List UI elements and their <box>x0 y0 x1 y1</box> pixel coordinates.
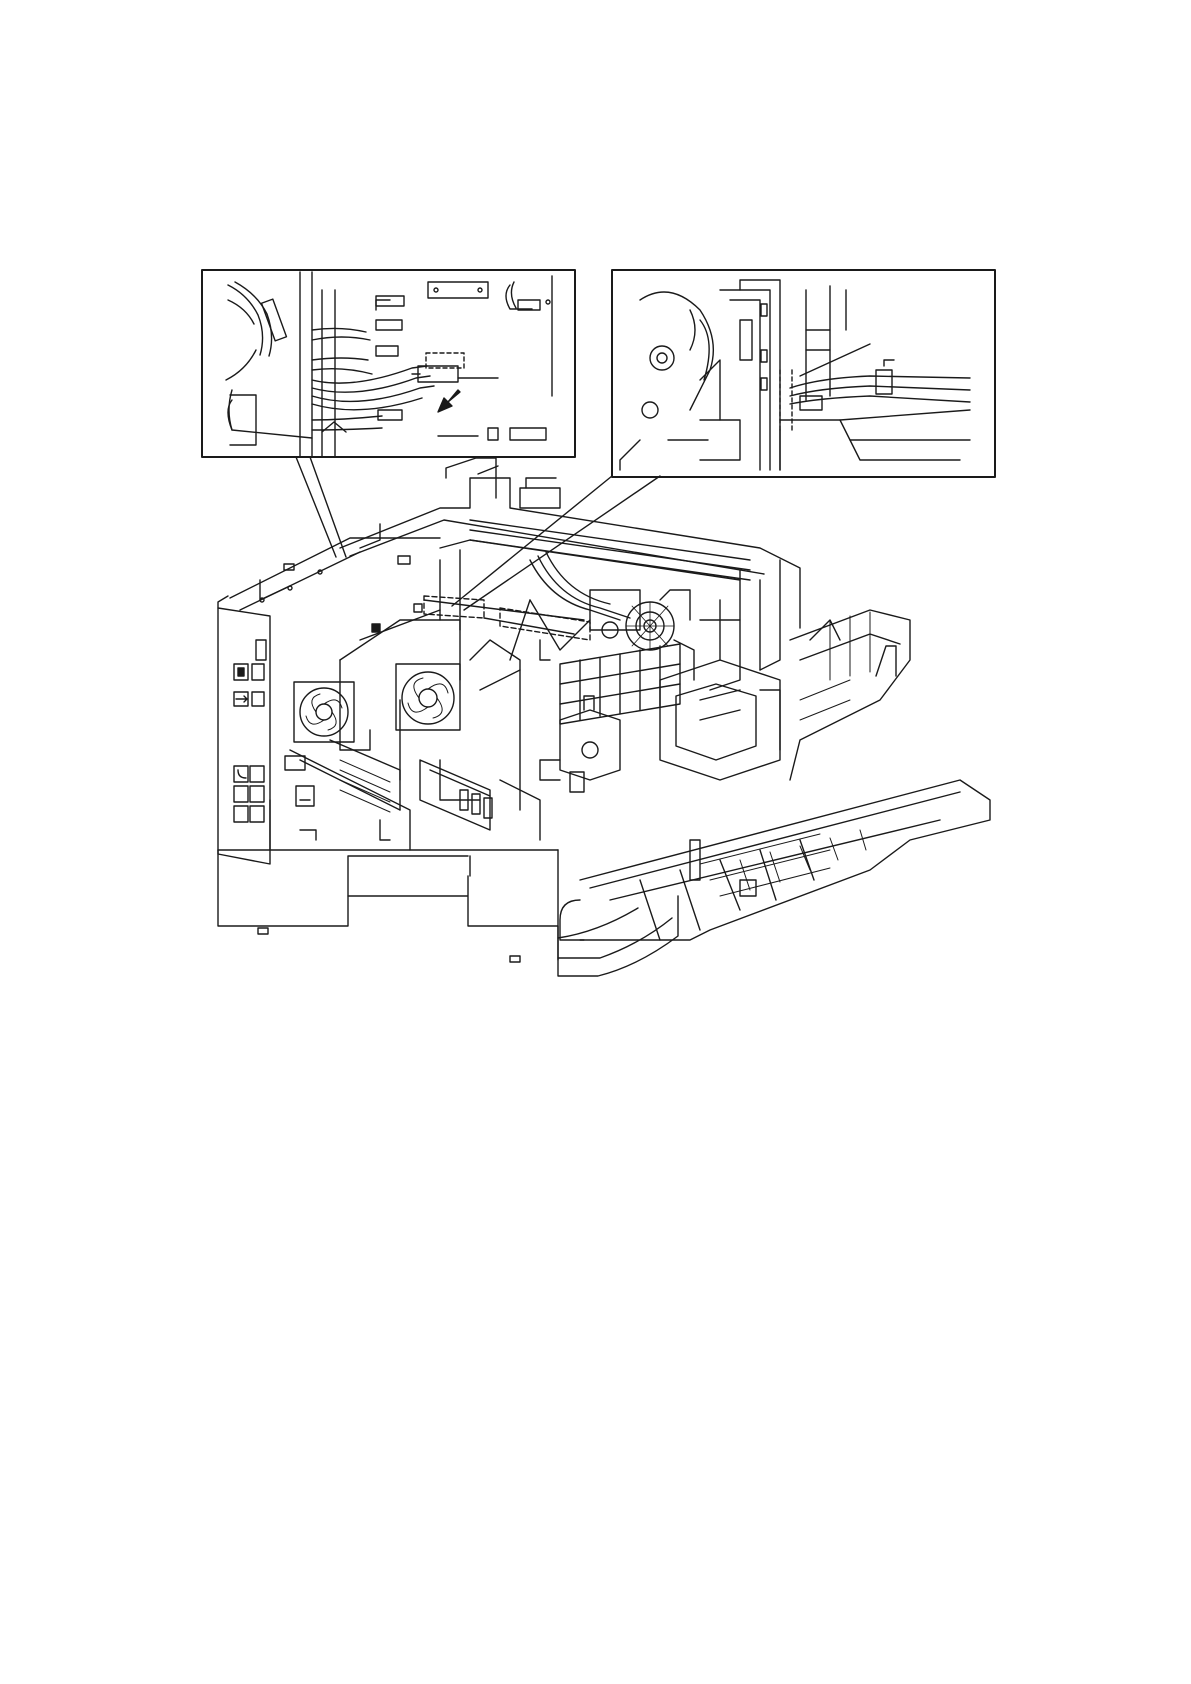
right-inset-harness <box>620 280 970 470</box>
right-inset-detail <box>612 270 995 477</box>
usb-icon <box>236 696 247 702</box>
right-inset-frame <box>612 270 995 477</box>
power-switch <box>285 756 305 770</box>
printer-main-assembly <box>218 458 990 976</box>
port-panel <box>234 664 264 822</box>
side-cover <box>790 610 910 780</box>
cable-dashed-route <box>780 370 792 430</box>
left-inset-detail <box>202 270 575 457</box>
network-port-icon <box>238 668 244 676</box>
fan-right-icon <box>402 672 454 724</box>
disconnect-arrow-icon <box>438 390 460 412</box>
fan-right <box>396 664 460 730</box>
fan-left-icon <box>300 688 348 736</box>
callout-lines <box>296 457 660 610</box>
printer-base <box>218 850 678 976</box>
left-inset-harness <box>226 272 552 457</box>
left-inset-frame <box>202 270 575 457</box>
power-inlet <box>296 786 314 806</box>
printer-top-frame <box>340 478 800 628</box>
top-connector <box>520 488 560 508</box>
fan-left <box>294 682 354 742</box>
right-inset-leader <box>800 344 870 376</box>
printer-left-panel <box>218 608 270 864</box>
phone-icon <box>238 770 246 778</box>
grid-box <box>560 644 680 724</box>
